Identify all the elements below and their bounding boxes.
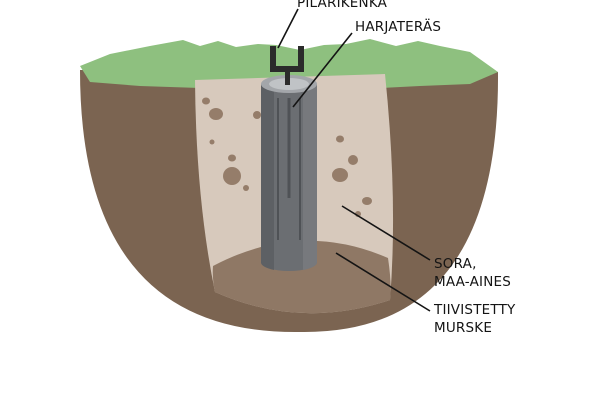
label-base-line1: TIIVISTETTY	[433, 302, 516, 318]
leader-line-fill	[341, 205, 431, 261]
grass-surface	[80, 39, 498, 90]
label-fill-line1: SORA,	[434, 256, 477, 272]
gravel-stones	[202, 97, 372, 217]
leader-line-base	[335, 252, 431, 312]
leader-line-bracket	[277, 8, 299, 49]
concrete-pillar	[260, 75, 318, 271]
leader-line-rebar	[292, 32, 353, 108]
pillar-bracket	[270, 46, 304, 85]
label-base-line2: MURSKE	[434, 320, 492, 336]
label-bracket: PILARIKENKÄ	[297, 0, 388, 11]
label-fill-line2: MAA-AINES	[434, 274, 511, 290]
label-rebar: HARJATERÄS	[355, 17, 441, 35]
